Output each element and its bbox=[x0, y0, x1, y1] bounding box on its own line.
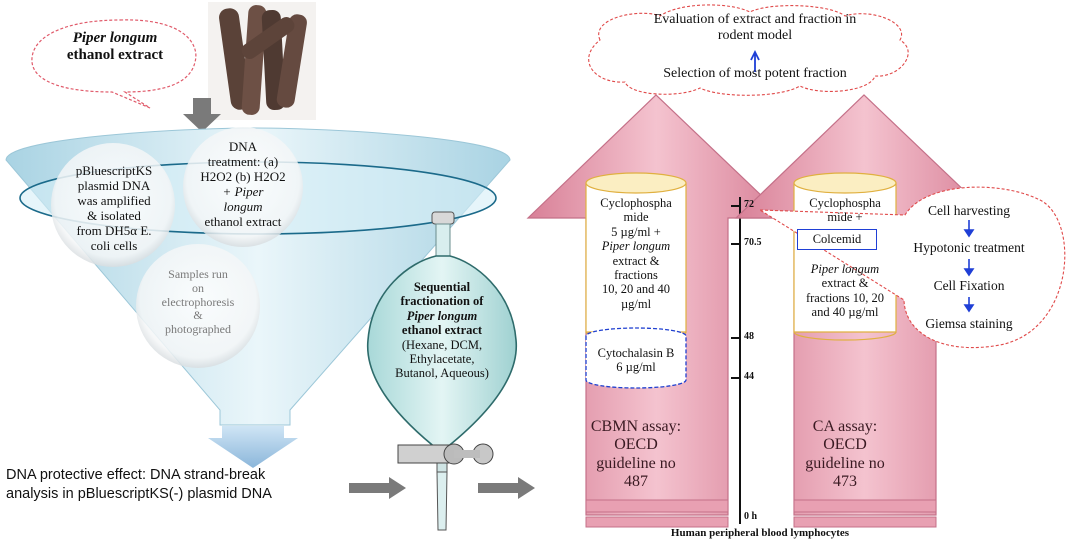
text-line: rodent model bbox=[717, 28, 793, 44]
text-line: Piper longum bbox=[601, 239, 671, 254]
step-fixation: Cell Fixation bbox=[933, 278, 1005, 293]
text-line: Cyclophospha bbox=[600, 196, 672, 210]
ca-treatment-text: Cyclophospha mide + bbox=[796, 196, 894, 225]
text-line: from DH5α E. bbox=[76, 222, 152, 238]
text-line: treatment: (a) bbox=[207, 153, 279, 169]
text-line: Cyclophospha bbox=[809, 196, 881, 210]
text-line: CA assay: bbox=[812, 418, 878, 435]
text-line: electrophoresis bbox=[161, 294, 235, 309]
text-line: (Hexane, DCM, bbox=[401, 337, 483, 352]
arrow-right-icon bbox=[478, 477, 535, 499]
text-line: and 40 µg/ml bbox=[811, 305, 879, 320]
ca-extract-text: Piper longum extract & fractions 10, 20 … bbox=[796, 262, 894, 320]
text-line: OECD bbox=[614, 436, 658, 454]
cloud-shape bbox=[588, 4, 909, 96]
text-line: pBluescriptKS bbox=[75, 163, 153, 178]
text-line: 10, 20 and 40 bbox=[601, 282, 671, 297]
text-line: was amplified bbox=[77, 192, 151, 208]
circle-electrophoresis bbox=[136, 244, 260, 368]
text-line: analysis in pBluescriptKS(-) plasmid DNA bbox=[6, 485, 272, 502]
text-line: DNA protective effect: DNA strand-break bbox=[6, 467, 266, 483]
cytochalasin-text: Cytochalasin B 6 µg/ml bbox=[588, 346, 684, 375]
text-line: extract & bbox=[612, 253, 660, 268]
text-line: 6 µg/ml bbox=[616, 360, 656, 375]
tick-label: 44 bbox=[744, 371, 754, 382]
fractionation-text: Sequential fractionation of Piper longum… bbox=[376, 280, 508, 381]
treatment-text: DNA treatment: (a) H2O2 (b) H2O2 + Piper… bbox=[188, 139, 298, 230]
text-line: coli cells bbox=[90, 237, 138, 253]
text-line: Cytochalasin B bbox=[597, 346, 675, 360]
separatory-funnel-icon bbox=[366, 211, 517, 531]
tick-label: 48 bbox=[744, 331, 754, 342]
text-line: µg/ml bbox=[620, 296, 652, 311]
plasmid-text: pBluescriptKS plasmid DNA was amplified … bbox=[62, 163, 166, 254]
text-line: 5 µg/ml + bbox=[611, 224, 661, 239]
piper-longum-photo-icon bbox=[208, 2, 316, 120]
text-line: Samples run bbox=[168, 267, 228, 281]
text-line: + Piper bbox=[222, 183, 264, 199]
text-line: extract & bbox=[821, 276, 869, 291]
circle-treatment bbox=[183, 127, 303, 247]
tick-label: 70.5 bbox=[744, 237, 762, 248]
colcemid-box: Colcemid bbox=[797, 229, 877, 250]
circle-plasmid bbox=[51, 143, 175, 267]
text-line: Sequential bbox=[413, 280, 471, 294]
text-line: & bbox=[193, 308, 203, 323]
extract-name: Piper longum bbox=[72, 30, 158, 46]
text-line: ethanol extract bbox=[401, 323, 483, 338]
cytochalasin-box bbox=[585, 327, 687, 389]
electrophoresis-text: Samples run on electrophoresis & photogr… bbox=[148, 267, 248, 337]
text-line: Butanol, Aqueous) bbox=[395, 366, 489, 381]
step-hypotonic: Hypotonic treatment bbox=[913, 240, 1025, 255]
funnel-down-arrow bbox=[208, 426, 298, 468]
text-line: CBMN assay: bbox=[590, 418, 682, 435]
text-line: on bbox=[192, 280, 204, 295]
text-line: Piper longum bbox=[810, 262, 880, 276]
text-line: mide bbox=[623, 210, 649, 225]
text-line: mide + bbox=[827, 210, 863, 225]
text-line: fractions bbox=[614, 267, 658, 282]
text-line: plasmid DNA bbox=[77, 177, 151, 193]
step-arrows bbox=[963, 220, 975, 313]
ca-assay-text: CA assay: OECD guideline no 473 bbox=[796, 418, 894, 492]
extract-bubble-text: Piper longum ethanol extract bbox=[60, 30, 170, 65]
text-line: DNA bbox=[228, 139, 258, 154]
tick-label: 0 h bbox=[744, 511, 758, 522]
arrow-right-icon bbox=[349, 477, 406, 499]
text-line: H2O2 (b) H2O2 bbox=[200, 168, 286, 184]
text-line: guideline no bbox=[805, 454, 885, 472]
text-line: Piper longum bbox=[406, 308, 478, 323]
cbmn-treatment-text: Cyclophospha mide 5 µg/ml + Piper longum… bbox=[588, 196, 684, 311]
extract-type: ethanol extract bbox=[66, 47, 164, 64]
cbmn-assay-text: CBMN assay: OECD guideline no 487 bbox=[588, 418, 684, 492]
text-line: & isolated bbox=[87, 207, 141, 223]
timeline-axis bbox=[731, 197, 741, 524]
text-line: fractions 10, 20 bbox=[805, 290, 885, 305]
cloud-text: Evaluation of extract and fraction in ro… bbox=[620, 12, 890, 44]
tick-label: 72 bbox=[744, 199, 754, 210]
text-line: ethanol extract bbox=[204, 213, 282, 229]
dna-result-text: DNA protective effect: DNA strand-break … bbox=[6, 466, 350, 504]
cloud-selection-text: Selection of most potent fraction bbox=[663, 66, 847, 81]
text-line: 473 bbox=[833, 473, 857, 491]
text-line: fractionation of bbox=[400, 294, 484, 309]
arrow-up-icon bbox=[750, 49, 760, 72]
text-line: longum bbox=[223, 198, 263, 214]
steps-callout bbox=[759, 186, 1066, 349]
text-line: Evaluation of extract and fraction in bbox=[653, 12, 857, 27]
footer-label: Human peripheral blood lymphocytes bbox=[670, 527, 850, 539]
text-line: photographed bbox=[165, 322, 231, 337]
step-giemsa: Giemsa staining bbox=[925, 316, 1013, 331]
text-line: Ethylacetate, bbox=[409, 351, 475, 366]
text-line: OECD bbox=[823, 436, 867, 454]
text-line: guideline no bbox=[596, 454, 676, 472]
step-cell-harvesting: Cell harvesting bbox=[927, 203, 1011, 218]
extract-bubble bbox=[31, 19, 197, 109]
text-line: 487 bbox=[624, 473, 648, 491]
arrow-down-icon bbox=[183, 98, 221, 132]
